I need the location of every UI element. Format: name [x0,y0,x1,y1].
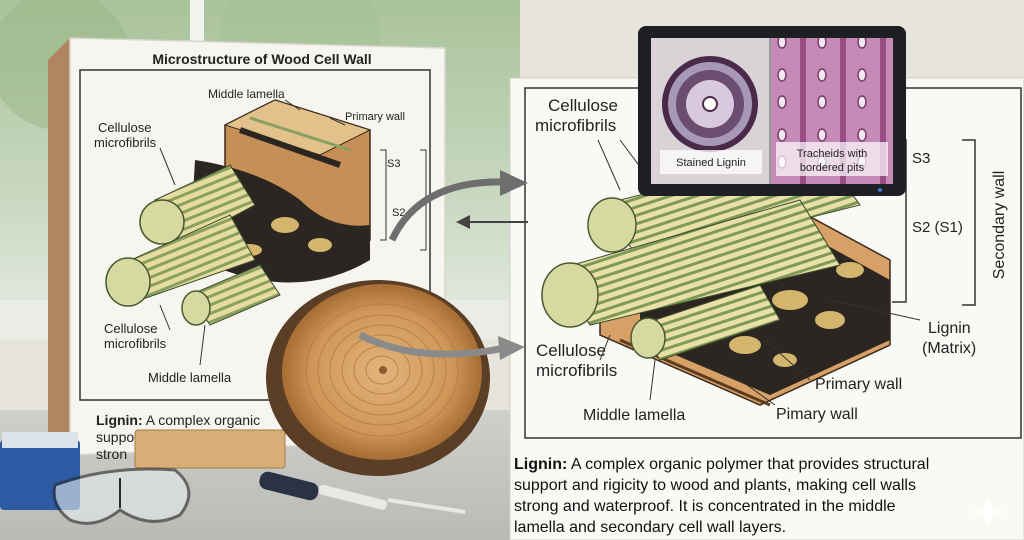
label-cellulose-top-2: microfibrils [94,135,157,150]
r-label-s3: S3 [912,150,930,167]
left-caption-line3: stron [96,446,127,462]
lignin-gap [308,238,332,252]
leader-line [199,324,206,366]
r-label-secondary-wall: Secondary wall [991,171,1008,280]
arrow-curve [388,178,506,242]
caption-bg [776,142,888,176]
r-label-middle-lamella: Middle lamella [583,407,685,424]
micropipette [259,471,466,514]
secondary-wall-bracket [962,139,976,306]
log-pith [379,366,387,374]
safety-goggles [52,467,191,525]
sparkle-icon [972,496,1004,528]
fiber-bundle-end [630,317,666,359]
leader-line [284,99,301,111]
r-label-s2: S2 (S1) [912,219,963,236]
r-label-cellulose-top-1: Cellulose [548,96,618,115]
label-cellulose-bottom-2: microfibrils [104,336,167,351]
bottom-caption-line3: strong and waterproof. It is concentrate… [514,498,896,515]
arrow-curve [358,331,506,358]
bottom-caption-line4: lamella and secondary cell wall layers. [514,519,786,536]
label-s2: S2 [392,207,405,219]
fiber-bundle-end [541,262,599,328]
label-middle-lamella-bottom: Middle lamella [148,370,232,385]
tablet-left-caption: Stained Lignin [676,157,746,169]
wall-layer-line [239,127,341,168]
lignin-gap [772,290,808,310]
wood-stand [134,429,286,469]
tablet-right-caption-1: Tracheids with [797,148,868,160]
leader-line [764,339,811,381]
leader-line [599,334,611,361]
r-label-cellulose-bottom-2: microfibrils [536,361,617,380]
arrow-head [500,170,528,196]
arrow-head [456,215,470,229]
leader-line [329,117,346,126]
r-label-lignin-1: Lignin [928,320,971,337]
bottom-caption-line2: support and rigicity to wood and plants,… [514,477,916,494]
label-cellulose-bottom-1: Cellulose [104,321,157,336]
r-label-cellulose-top-2: microfibrils [535,116,616,135]
fiber-bundle-end [181,290,211,326]
leader-line [829,299,921,321]
leader-line [649,359,656,401]
leader-line [159,304,171,331]
fiber-bundle-end [587,197,637,253]
label-middle-lamella-top: Middle lamella [208,87,285,101]
leader-line [159,147,176,186]
bottom-caption-line1: Lignin: A complex organic polymer that p… [514,456,929,473]
leader-line [597,139,621,191]
wall-layer-line [249,116,351,152]
lignin-gap [271,217,299,233]
stem-pith [702,96,718,112]
fiber-bundle-end [105,257,151,307]
r-label-lignin-2: (Matrix) [922,340,976,357]
r-label-cellulose-bottom-1: Cellulose [536,341,606,360]
tablet-right-caption-2: bordered pits [800,162,865,174]
lignin-gap [836,262,864,278]
fiber-bundle-end [139,199,185,245]
label-cellulose-top-1: Cellulose [98,120,151,135]
left-caption-line1: Lignin: A complex organic [96,412,260,428]
arrow-head [498,336,525,360]
r-label-pimary-wall: Pimary wall [776,406,858,423]
caption-bg [660,150,762,174]
label-s3: S3 [387,158,400,170]
left-poster-title: Microstructure of Wood Cell Wall [152,51,371,67]
pipette-tip-box-lid [2,432,78,448]
lignin-gap [729,336,761,354]
layer-bracket [380,149,387,241]
tablet: Stained Lignin Tracheids with bordered p… [638,26,906,196]
wood-log-slice [266,280,490,476]
poster-easel [48,38,70,470]
r-label-primary-wall: Primary wall [815,376,902,393]
tablet-indicator-light [878,188,882,192]
label-primary-wall: Primary wall [345,111,405,123]
lignin-gap [815,311,845,329]
poster-diagram-frame [79,69,431,401]
leader-line [739,379,776,406]
